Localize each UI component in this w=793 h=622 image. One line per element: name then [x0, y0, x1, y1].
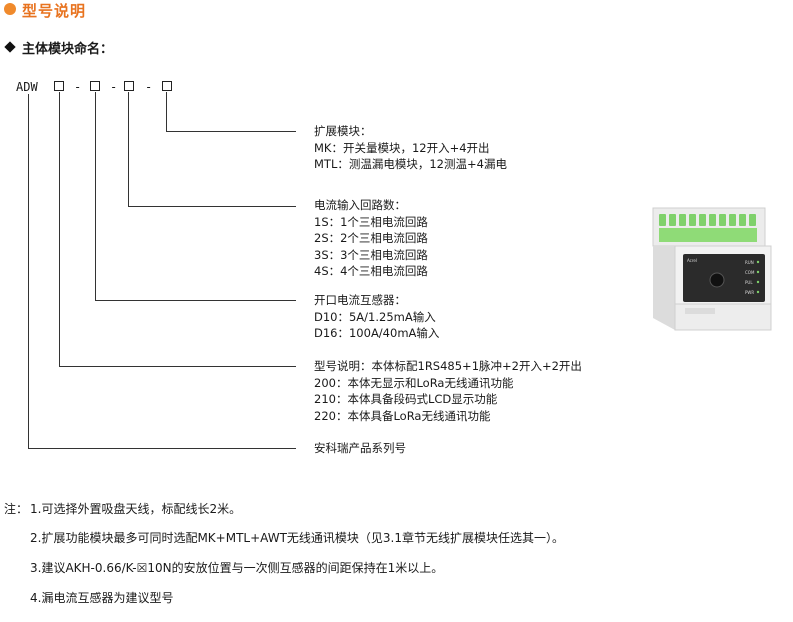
section-title: 型号说明: [22, 2, 87, 20]
group-line: 扩展模块：: [314, 124, 372, 138]
led-label: PWR: [745, 290, 754, 295]
note-item: 3.建议AKH-0.66/K-☒10N的安放位置与一次侧互感器的间距保持在1米以…: [30, 561, 444, 575]
group-series: 安科瑞产品系列号: [314, 440, 406, 457]
led-label: RUN: [745, 260, 754, 265]
note-item: 4.漏电流互感器为建议型号: [30, 591, 174, 605]
notes-label: 注：: [4, 502, 29, 516]
group-line: 210：本体具备段码式LCD显示功能: [314, 392, 498, 406]
group-line: MTL：测温漏电模块，12测温+4漏电: [314, 157, 507, 171]
brand-logo: Acrel: [687, 258, 697, 263]
section-bullet-icon: [4, 3, 16, 15]
led-label: PUL: [745, 280, 753, 285]
group-line: D10：5A/1.25mA输入: [314, 309, 436, 324]
note-item: 1.可选择外置吸盘天线，标配线长2米。: [30, 502, 242, 516]
group-line: MK：开关量模块，12开入+4开出: [314, 140, 490, 155]
group-line: 安科瑞产品系列号: [314, 441, 406, 455]
group-line: 200：本体无显示和LoRa无线通讯功能: [314, 375, 514, 390]
group-ct: 开口电流互感器： D10：5A/1.25mA输入 D16：100A/40mA输入: [314, 292, 439, 342]
code-slot-1: [54, 81, 64, 91]
group-line: D16：100A/40mA输入: [314, 326, 440, 340]
subtitle: 主体模块命名：: [22, 42, 114, 57]
group-line: 3S：3个三相电流回路: [314, 247, 428, 262]
group-line: 1S：1个三相电流回路: [314, 214, 428, 229]
diamond-bullet-icon: [4, 41, 16, 53]
code-slot-2: [90, 81, 100, 91]
group-extension-module: 扩展模块： MK：开关量模块，12开入+4开出 MTL：测温漏电模块，12测温+…: [314, 123, 507, 173]
code-separator: -: [145, 80, 153, 94]
group-line: 开口电流互感器：: [314, 293, 406, 307]
code-separator: -: [74, 80, 82, 94]
group-model-variants: 型号说明：本体标配1RS485+1脉冲+2开入+2开出 200：本体无显示和Lo…: [314, 358, 582, 424]
led-label: COM: [745, 270, 755, 275]
group-current-circuits: 电流输入回路数： 1S：1个三相电流回路 2S：2个三相电流回路 3S：3个三相…: [314, 197, 428, 280]
code-slot-3: [124, 81, 134, 91]
code-slot-4: [162, 81, 172, 91]
group-line: 型号说明：本体标配1RS485+1脉冲+2开入+2开出: [314, 359, 582, 373]
group-line: 220：本体具备LoRa无线通讯功能: [314, 408, 491, 423]
group-line: 2S：2个三相电流回路: [314, 231, 428, 245]
code-separator: -: [110, 80, 118, 94]
model-prefix: ADW: [16, 80, 38, 94]
din-rail-meter-image: RUN COM PUL PWR Acrel: [645, 200, 785, 338]
group-line: 4S：4个三相电流回路: [314, 264, 428, 278]
note-item: 2.扩展功能模块最多可同时选配MK+MTL+AWT无线通讯模块（见3.1章节无线…: [30, 531, 564, 545]
group-line: 电流输入回路数：: [314, 198, 406, 212]
